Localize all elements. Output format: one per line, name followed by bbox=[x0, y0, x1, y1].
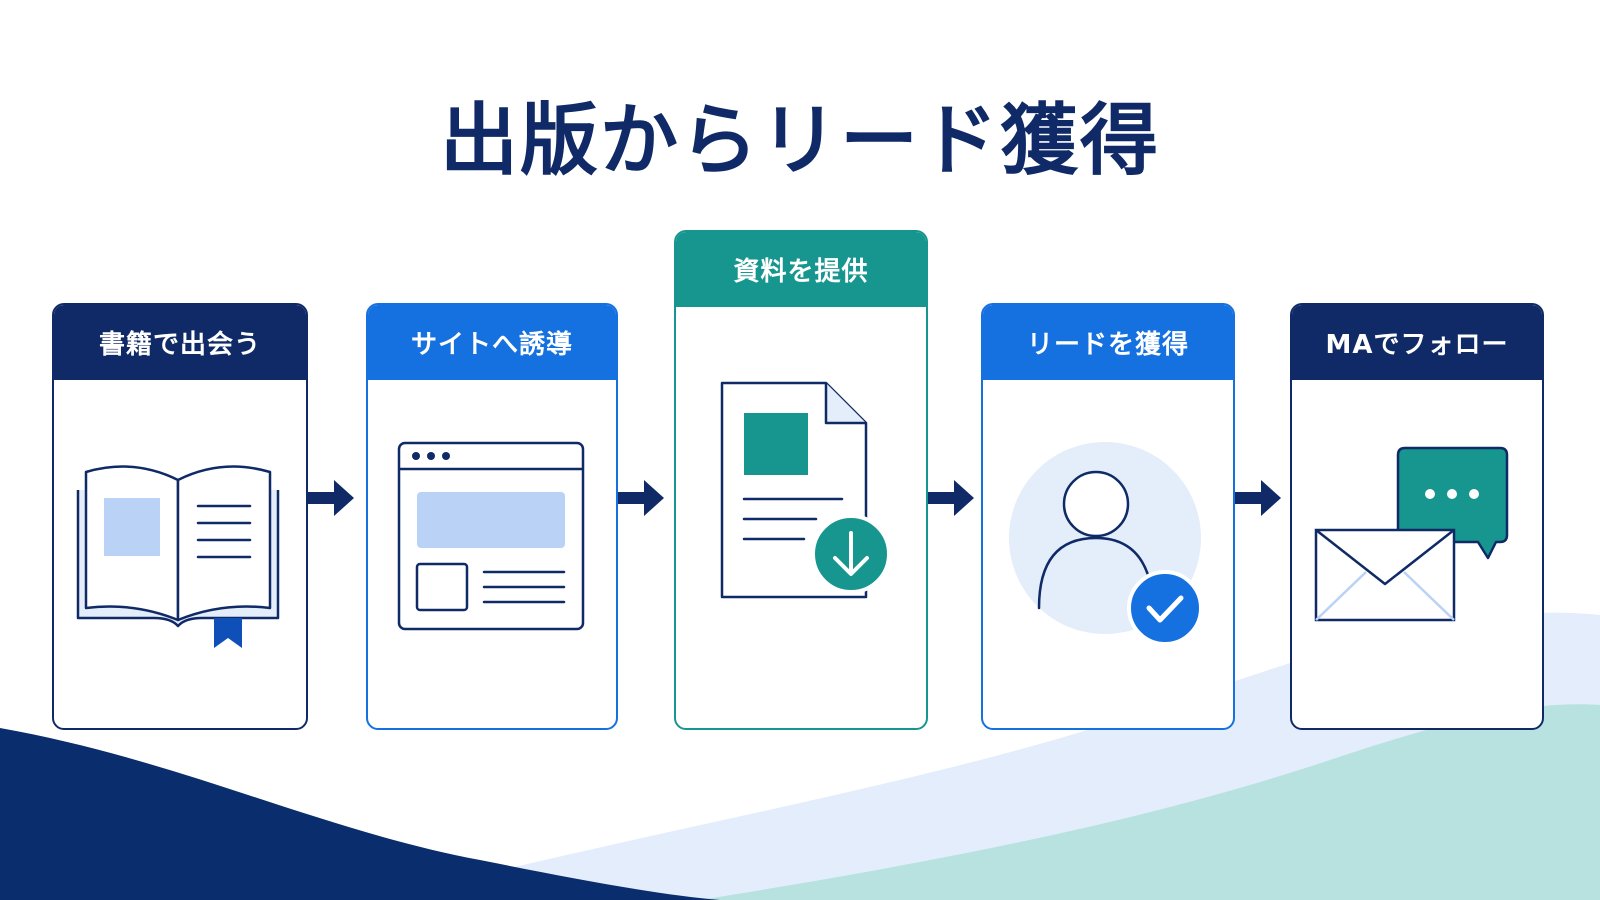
step-label-4: リードを獲得 bbox=[1026, 330, 1189, 360]
step-header-1: 書籍で出会う bbox=[54, 305, 306, 380]
arrow-right-icon bbox=[618, 480, 664, 516]
page-title: 出版からリード獲得 bbox=[439, 96, 1160, 186]
step-card-document: 資料を提供 bbox=[674, 230, 928, 730]
open-book-icon bbox=[76, 465, 280, 648]
step-header-4: リードを獲得 bbox=[983, 305, 1233, 380]
flow-arrow-3 bbox=[928, 478, 978, 522]
arrow-right-icon bbox=[1235, 480, 1281, 516]
step-label-2: サイトへ誘導 bbox=[410, 330, 573, 360]
wave-pale-teal bbox=[700, 704, 1600, 900]
step-header-2: サイトへ誘導 bbox=[368, 305, 616, 380]
mail-chat-icon bbox=[1314, 446, 1509, 622]
wave-navy bbox=[0, 728, 720, 900]
step-label-3: 資料を提供 bbox=[733, 257, 869, 287]
document-download-icon bbox=[720, 381, 891, 599]
step-card-site: サイトへ誘導 bbox=[366, 303, 618, 730]
flow-arrow-2 bbox=[618, 478, 668, 522]
arrow-right-icon bbox=[308, 480, 354, 516]
flow-arrow-1 bbox=[308, 478, 358, 522]
step-label-5: MAでフォロー bbox=[1325, 330, 1509, 360]
step-card-ma: MAでフォロー bbox=[1290, 303, 1544, 730]
step-header-3: 資料を提供 bbox=[676, 232, 926, 307]
flow-arrow-4 bbox=[1235, 478, 1285, 522]
step-card-book: 書籍で出会う bbox=[52, 303, 308, 730]
browser-window-icon bbox=[397, 441, 585, 631]
user-check-icon bbox=[1009, 442, 1203, 646]
arrow-right-icon bbox=[928, 480, 974, 516]
step-label-1: 書籍で出会う bbox=[98, 330, 261, 360]
step-header-5: MAでフォロー bbox=[1292, 305, 1542, 380]
step-card-lead: リードを獲得 bbox=[981, 303, 1235, 730]
